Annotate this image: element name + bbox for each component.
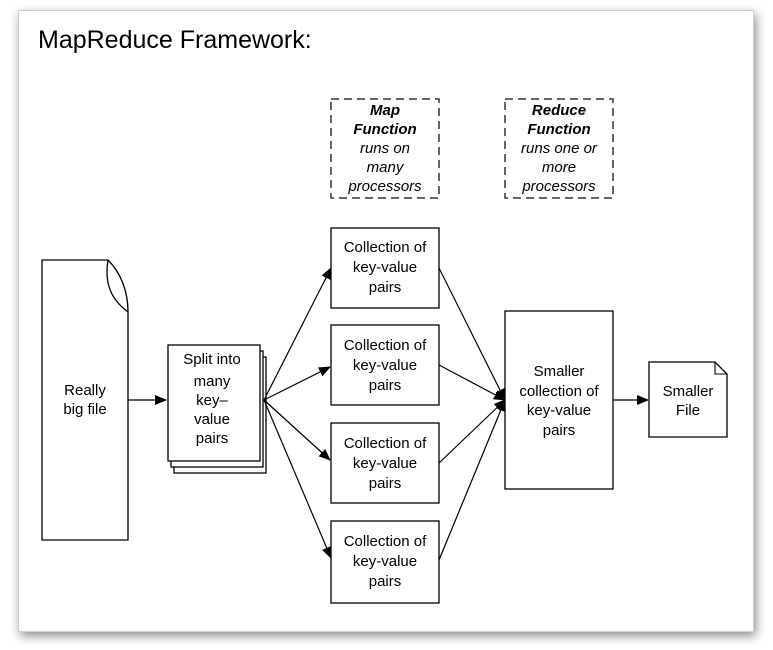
collection-1-line-2: key-value (353, 259, 417, 276)
split-node: Split into many key– value pairs (167, 344, 267, 474)
split-line-4: value (194, 411, 230, 428)
reduce-function-annotation: Reduce Function runs one or more process… (504, 98, 614, 199)
arrow-collection-3-to-reduce (438, 399, 506, 464)
split-line-1: Split into (183, 351, 241, 368)
output-file-line-1: Smaller (663, 383, 714, 400)
arrow-split-to-collection-1 (263, 267, 332, 401)
input-file-line-2: big file (63, 401, 106, 418)
arrow-collection-4-to-reduce (438, 399, 506, 561)
collection-node-3: Collection of key-value pairs (330, 422, 440, 504)
input-file-node: Really big file (41, 259, 129, 541)
map-heading-1: Map (370, 102, 400, 119)
map-heading-2: Function (353, 121, 416, 138)
collection-4-line-3: pairs (369, 573, 402, 590)
reduce-output-line-4: pairs (543, 422, 576, 439)
map-function-annotation: Map Function runs on many processors (330, 98, 440, 199)
collection-3-line-1: Collection of (344, 435, 427, 452)
collection-2-line-2: key-value (353, 357, 417, 374)
reduce-heading-1: Reduce (532, 102, 586, 119)
reduce-heading-2: Function (527, 121, 590, 138)
flow-arrows (128, 267, 649, 561)
reduce-output-node: Smaller collection of key-value pairs (504, 310, 614, 490)
arrow-collection-2-to-reduce (438, 364, 506, 401)
collection-4-line-1: Collection of (344, 533, 427, 550)
split-line-5: pairs (196, 430, 229, 447)
reduce-line-2: more (542, 159, 576, 176)
arrow-split-to-collection-4 (263, 399, 332, 559)
split-line-3: key– (196, 392, 228, 409)
collection-4-line-2: key-value (353, 553, 417, 570)
split-line-2: many (194, 373, 231, 390)
map-line-3: processors (347, 178, 422, 195)
arrow-split-to-collection-3 (263, 399, 331, 461)
reduce-output-line-3: key-value (527, 402, 591, 419)
map-line-1: runs on (360, 140, 410, 157)
collection-node-4: Collection of key-value pairs (330, 520, 440, 604)
arrow-collection-1-to-reduce (438, 267, 506, 401)
collection-2-line-3: pairs (369, 377, 402, 394)
output-file-line-2: File (676, 402, 700, 419)
collection-node-1: Collection of key-value pairs (330, 227, 440, 309)
collection-3-line-2: key-value (353, 455, 417, 472)
output-file-node: Smaller File (648, 361, 728, 438)
input-file-line-1: Really (64, 382, 106, 399)
collection-1-line-1: Collection of (344, 239, 427, 256)
collection-2-line-1: Collection of (344, 337, 427, 354)
reduce-line-1: runs one or (521, 140, 598, 157)
reduce-output-line-1: Smaller (534, 363, 585, 380)
reduce-line-3: processors (521, 178, 596, 195)
reduce-output-line-2: collection of (519, 383, 599, 400)
arrow-split-to-collection-2 (263, 366, 331, 401)
collection-1-line-3: pairs (369, 279, 402, 296)
map-line-2: many (367, 159, 405, 176)
collection-3-line-3: pairs (369, 475, 402, 492)
collection-node-2: Collection of key-value pairs (330, 324, 440, 406)
diagram-title: MapReduce Framework: (38, 26, 312, 54)
